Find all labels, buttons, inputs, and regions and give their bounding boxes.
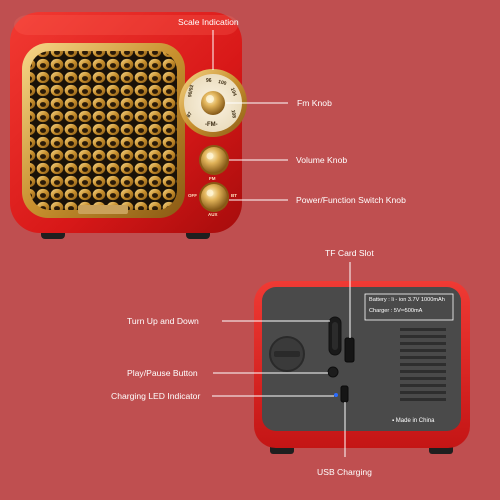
power-function-knob[interactable] bbox=[199, 182, 229, 212]
switch-bt-label: BT bbox=[231, 193, 237, 198]
front-callout-lines bbox=[212, 30, 288, 201]
label-tf-card-slot: TF Card Slot bbox=[325, 248, 374, 258]
back-radio bbox=[212, 262, 470, 457]
switch-aux-label: AUX bbox=[208, 212, 218, 217]
label-volume-knob: Volume Knob bbox=[296, 155, 348, 165]
switch-off-label: OFF bbox=[188, 193, 197, 198]
charging-led bbox=[334, 393, 338, 397]
battery-info-box bbox=[364, 293, 454, 321]
turn-up-down-wheel[interactable] bbox=[328, 316, 342, 356]
volume-fm-label: FM bbox=[209, 176, 216, 181]
front-radio bbox=[10, 12, 288, 239]
speaker-grille bbox=[30, 51, 177, 210]
play-pause-button[interactable] bbox=[327, 366, 339, 378]
dial-mode-label: -FM- bbox=[205, 122, 218, 128]
label-power-function-switch-knob: Power/Function Switch Knob bbox=[296, 195, 406, 205]
tf-card-slot[interactable] bbox=[344, 337, 355, 363]
back-callout-lines bbox=[212, 262, 351, 457]
made-in-label: ▪ Made in China bbox=[392, 418, 435, 424]
brand-plate bbox=[78, 205, 128, 214]
vent-slots bbox=[400, 328, 446, 401]
battery-spec: Battery : li - ion 3.7V 1000mAh bbox=[369, 297, 445, 303]
dial-number-96: 96 bbox=[206, 78, 212, 84]
label-scale-indication: Scale Indication bbox=[178, 17, 239, 27]
fm-knob[interactable] bbox=[201, 91, 225, 115]
label-play-pause-button: Play/Pause Button bbox=[127, 368, 198, 378]
back-dial bbox=[269, 336, 305, 372]
charger-spec: Charger : 5V═500mA bbox=[369, 308, 423, 314]
label-charging-led-indicator: Charging LED Indicator bbox=[111, 391, 201, 401]
scale-dial bbox=[179, 69, 247, 137]
dial-number-108: 108 bbox=[229, 109, 237, 119]
usb-port[interactable] bbox=[340, 385, 349, 403]
label-usb-charging: USB Charging bbox=[317, 467, 372, 477]
back-panel bbox=[262, 287, 461, 431]
label-turn-up-down: Turn Up and Down bbox=[127, 316, 199, 326]
volume-knob[interactable] bbox=[199, 145, 229, 175]
label-fm-knob: Fm Knob bbox=[297, 98, 332, 108]
